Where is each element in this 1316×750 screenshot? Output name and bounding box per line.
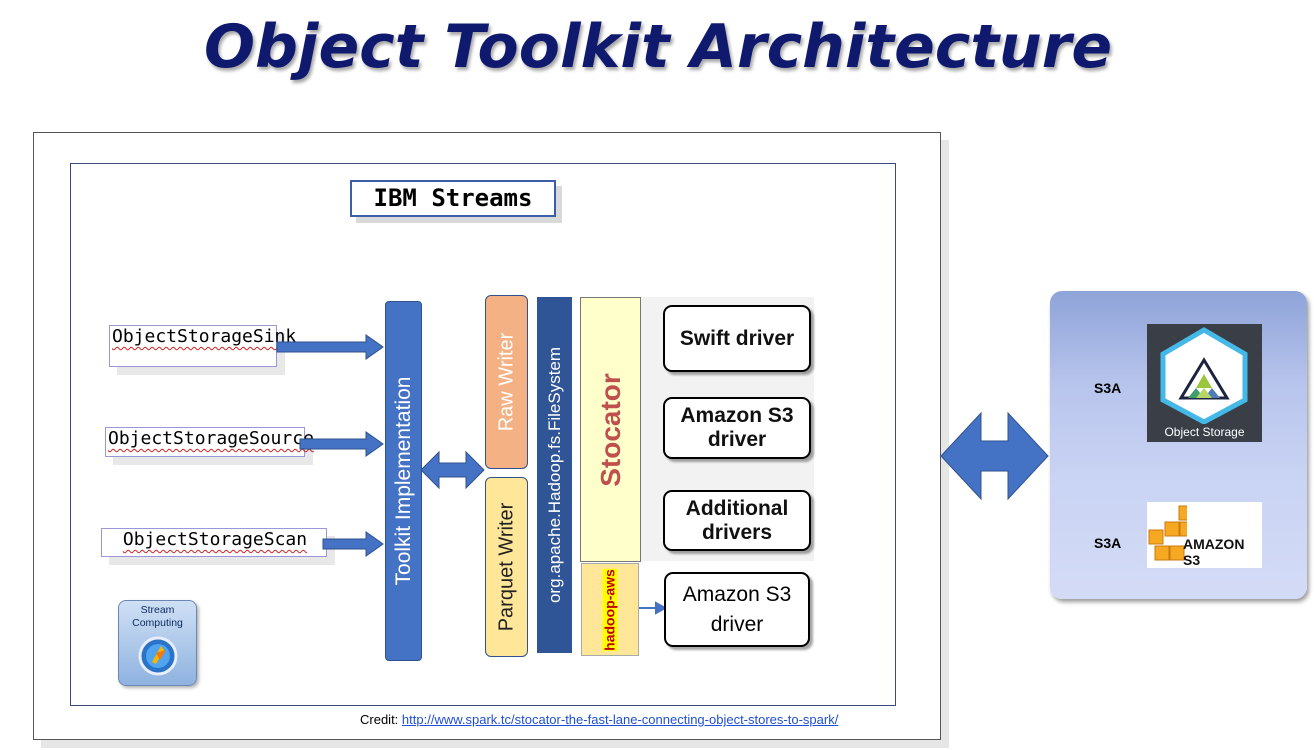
- operator-scan-label: ObjectStorageScan: [122, 529, 308, 550]
- stocator-label: Stocator: [594, 372, 626, 487]
- toolkit-implementation: Toolkit Implementation: [385, 301, 422, 661]
- protocol-label-object-storage: S3A: [1094, 380, 1122, 396]
- amazon-s3-hadoop-driver-label: Amazon S3 driver: [682, 582, 792, 636]
- operator-source-label: ObjectStorageSource: [108, 428, 314, 449]
- raw-writer: Raw Writer: [485, 295, 528, 469]
- arrow-source: [299, 431, 384, 457]
- stream-computing-icon: Stream Computing: [118, 600, 197, 686]
- hadoop-aws: hadoop-aws: [581, 563, 639, 656]
- operator-sink: ObjectStorageSink: [109, 325, 296, 367]
- compass-icon: [138, 636, 178, 676]
- double-arrow-toolkit-writers: [420, 450, 485, 490]
- stream-computing-label: Stream Computing: [132, 604, 183, 629]
- operator-scan: ObjectStorageScan: [101, 528, 327, 557]
- page-title: Object Toolkit Architecture: [203, 12, 1113, 82]
- additional-drivers: Additional drivers: [663, 490, 811, 551]
- swift-driver-label: Swift driver: [679, 326, 795, 350]
- object-storage-icon: [1160, 327, 1248, 424]
- amazon-s3-stocator-driver-label: Amazon S3 driver: [680, 404, 794, 451]
- credit-link[interactable]: http://www.spark.tc/stocator-the-fast-la…: [401, 712, 839, 727]
- additional-drivers-label: Additional drivers: [685, 496, 789, 544]
- parquet-writer: Parquet Writer: [485, 477, 528, 657]
- credit-line: Credit: http://www.spark.tc/stocator-the…: [360, 712, 838, 727]
- double-arrow-external: [940, 411, 1049, 501]
- arrow-scan: [322, 531, 384, 557]
- object-storage-logo: Object Storage: [1147, 324, 1262, 442]
- hadoop-aws-label: hadoop-aws: [601, 568, 618, 651]
- operator-source: ObjectStorageSource: [105, 427, 314, 457]
- protocol-label-amazon: S3A: [1094, 535, 1122, 551]
- swift-driver: Swift driver: [663, 305, 811, 372]
- hadoop-filesystem-label: org.apache.Hadoop.fs.FileSystem: [544, 346, 564, 604]
- raw-writer-label: Raw Writer: [495, 332, 517, 432]
- credit-prefix: Credit:: [360, 712, 399, 727]
- amazon-s3-text: AMAZON S3: [1183, 536, 1245, 568]
- amazon-s3-hadoop-driver: Amazon S3 driver: [664, 572, 810, 647]
- parquet-writer-label: Parquet Writer: [495, 502, 517, 632]
- object-storage-label: Object Storage: [1164, 425, 1245, 439]
- amazon-cubes-icon: [1148, 505, 1187, 561]
- amazon-s3-stocator-driver: Amazon S3 driver: [663, 397, 811, 459]
- ibm-streams-label: IBM Streams: [350, 180, 556, 217]
- amazon-s3-logo: AMAZON S3: [1147, 502, 1262, 568]
- hadoop-filesystem: org.apache.Hadoop.fs.FileSystem: [537, 297, 572, 653]
- toolkit-implementation-label: Toolkit Implementation: [391, 376, 415, 586]
- operator-sink-label: ObjectStorageSink: [112, 326, 297, 347]
- arrow-sink: [276, 334, 384, 360]
- stocator: Stocator: [580, 297, 641, 562]
